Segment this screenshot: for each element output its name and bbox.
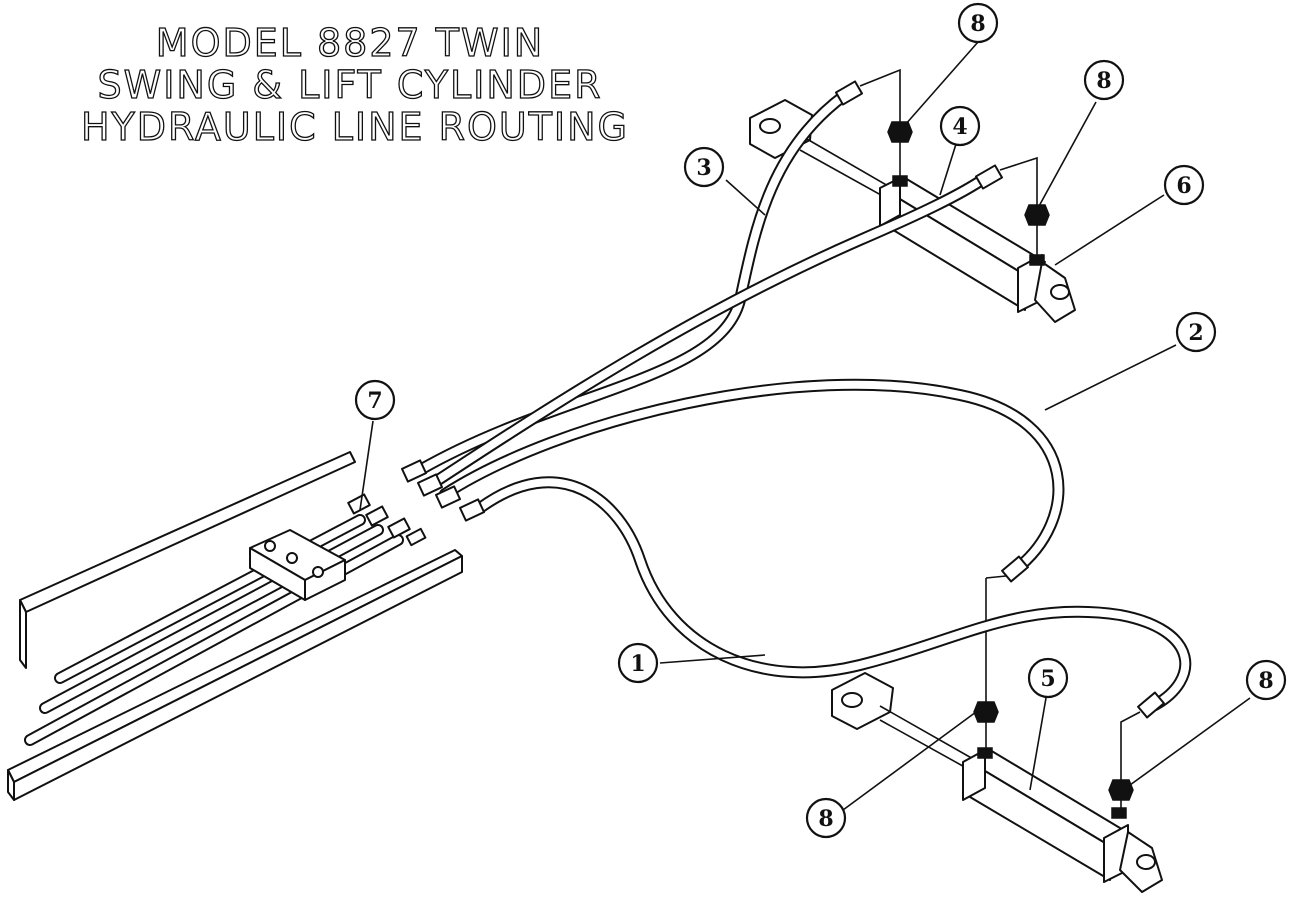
channel-front-face xyxy=(13,555,463,801)
lower-cylinder-clevis-hole xyxy=(1136,854,1156,870)
leader-8b xyxy=(1037,101,1097,209)
svg-text:4: 4 xyxy=(952,114,967,140)
valve-block-hole xyxy=(286,552,298,564)
leader-2 xyxy=(1044,344,1177,411)
callout-5: 5 xyxy=(1027,657,1069,699)
diagram-title: MODEL 8827 TWIN SWING & LIFT CYLINDER HY… xyxy=(80,20,629,149)
hose-3-start-fitting xyxy=(400,459,428,483)
svg-text:6: 6 xyxy=(1176,173,1191,199)
valve-channel-assembly xyxy=(7,451,463,801)
lower-cylinder-port-front xyxy=(977,747,993,759)
callout-8-lower-rear: 8 xyxy=(1245,659,1287,701)
hose-2-end-fitting xyxy=(1001,555,1029,583)
hose-4 xyxy=(426,156,1038,490)
svg-text:5: 5 xyxy=(1040,666,1055,692)
svg-text:1: 1 xyxy=(630,651,645,677)
valve-block-hole xyxy=(264,540,276,552)
hose-4-end-fitting xyxy=(974,164,1004,190)
upper-cylinder-fitting-rear xyxy=(1024,204,1050,226)
valve-fitting xyxy=(365,505,389,527)
svg-text:8: 8 xyxy=(818,806,833,832)
upper-cylinder-mount-hole xyxy=(759,118,781,134)
lower-cylinder-mount-hole xyxy=(841,692,863,708)
hose-1-connection xyxy=(1120,711,1141,780)
upper-cylinder-port-rear xyxy=(1029,254,1045,266)
callout-7: 7 xyxy=(354,379,396,421)
callout-6: 6 xyxy=(1163,164,1205,206)
svg-text:8: 8 xyxy=(1258,668,1273,694)
hose-1 xyxy=(474,476,1192,780)
leader-1 xyxy=(659,654,766,664)
svg-text:8: 8 xyxy=(970,11,985,37)
hose-4-connection xyxy=(999,156,1038,205)
title-line-2: SWING & LIFT CYLINDER xyxy=(98,63,603,107)
valve-fitting xyxy=(387,517,411,539)
callout-8-upper-front: 8 xyxy=(957,2,999,44)
upper-cylinder-clevis-hole xyxy=(1050,284,1070,300)
title-line-1: MODEL 8827 TWIN xyxy=(156,21,544,65)
upper-cylinder-fitting-front xyxy=(887,121,913,143)
hose-4-start-fitting xyxy=(416,473,444,497)
valve-block-right xyxy=(304,559,346,601)
lower-cylinder-port-rear xyxy=(1111,807,1127,819)
leader-8c xyxy=(1129,697,1251,786)
svg-text:7: 7 xyxy=(367,388,382,414)
callout-1: 1 xyxy=(617,642,659,684)
leader-3 xyxy=(725,179,766,216)
callout-2: 2 xyxy=(1175,311,1217,353)
channel-back-end xyxy=(19,599,27,669)
valve-fitting xyxy=(405,527,427,547)
leader-4 xyxy=(939,143,957,196)
leader-5 xyxy=(1029,697,1047,791)
lower-cylinder-rod xyxy=(879,705,976,761)
leader-8a xyxy=(904,41,979,126)
callout-3: 3 xyxy=(683,146,725,188)
hose-valve-fittings xyxy=(400,459,486,522)
leader-7 xyxy=(359,420,374,511)
svg-text:2: 2 xyxy=(1188,320,1203,346)
hose-3-end-fitting xyxy=(834,80,864,106)
callout-8-lower-front: 8 xyxy=(805,797,847,839)
lower-cylinder-fitting-rear xyxy=(1108,779,1134,801)
upper-cylinder-rod xyxy=(799,134,896,191)
leader-lines xyxy=(359,41,1251,811)
upper-cylinder-port-front xyxy=(892,175,908,187)
callout-8-upper-rear: 8 xyxy=(1083,59,1125,101)
valve-block-hole xyxy=(312,566,324,578)
hose-3-connection xyxy=(859,68,901,122)
svg-text:8: 8 xyxy=(1096,68,1111,94)
lower-cylinder-assembly xyxy=(831,672,1163,893)
callout-4: 4 xyxy=(939,105,981,147)
lower-cylinder-fitting-front xyxy=(973,701,999,723)
hose-2-start-fitting xyxy=(434,485,462,509)
hose-1-start-fitting xyxy=(458,498,486,522)
upper-cylinder-assembly xyxy=(749,99,1076,323)
svg-text:3: 3 xyxy=(696,155,711,181)
title-line-3: HYDRAULIC LINE ROUTING xyxy=(81,105,629,149)
leader-8d xyxy=(842,711,977,811)
leader-6 xyxy=(1054,194,1165,266)
hose-1-end-fitting xyxy=(1137,691,1165,719)
valve-fitting xyxy=(347,493,371,515)
hose-2 xyxy=(439,378,1065,702)
